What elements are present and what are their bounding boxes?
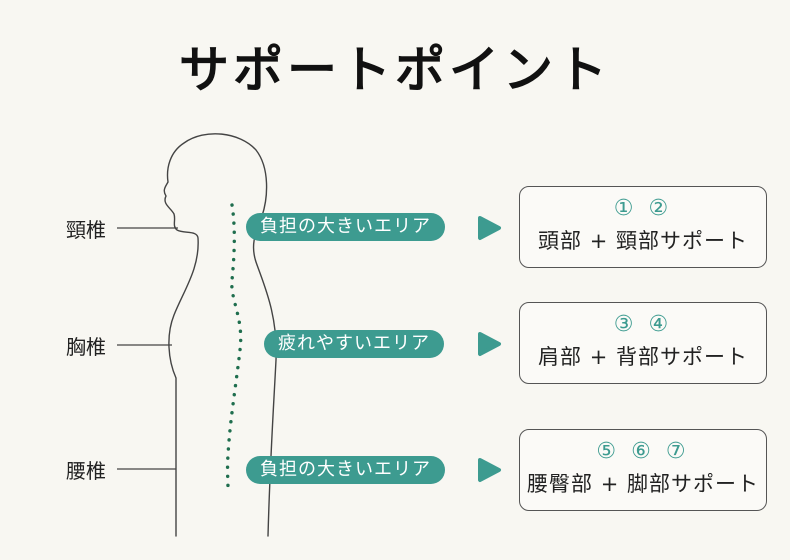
cervical-label: 頸椎: [66, 218, 106, 242]
arrow-right-icon: [478, 458, 501, 482]
support-text-1: 頭部 + 頸部サポート: [538, 229, 748, 253]
support-text-2: 肩部 + 背部サポート: [538, 345, 748, 369]
zone-tag-2: 疲れやすいエリア: [264, 330, 444, 358]
support-box-2: ③ ④ 肩部 + 背部サポート: [519, 302, 767, 384]
lumbar-label: 腰椎: [66, 459, 106, 483]
page-title: サポートポイント: [179, 41, 611, 99]
thoracic-label: 胸椎: [66, 335, 106, 359]
support-text-3: 腰臀部 + 脚部サポート: [527, 472, 759, 496]
arrow-right-icon: [478, 216, 501, 240]
zone-tag-1: 負担の大きいエリア: [246, 213, 445, 241]
zone-tag-3: 負担の大きいエリア: [246, 456, 445, 484]
support-numbers-2: ③ ④: [613, 312, 673, 337]
spine-dotted-line: [225, 203, 243, 492]
arrow-right-icon: [478, 332, 501, 356]
support-numbers-1: ① ②: [613, 196, 673, 221]
body-outline: [163, 133, 277, 537]
support-box-3: ⑤ ⑥ ⑦ 腰臀部 + 脚部サポート: [519, 429, 767, 511]
support-numbers-3: ⑤ ⑥ ⑦: [596, 439, 690, 464]
support-box-1: ① ② 頭部 + 頸部サポート: [519, 186, 767, 268]
